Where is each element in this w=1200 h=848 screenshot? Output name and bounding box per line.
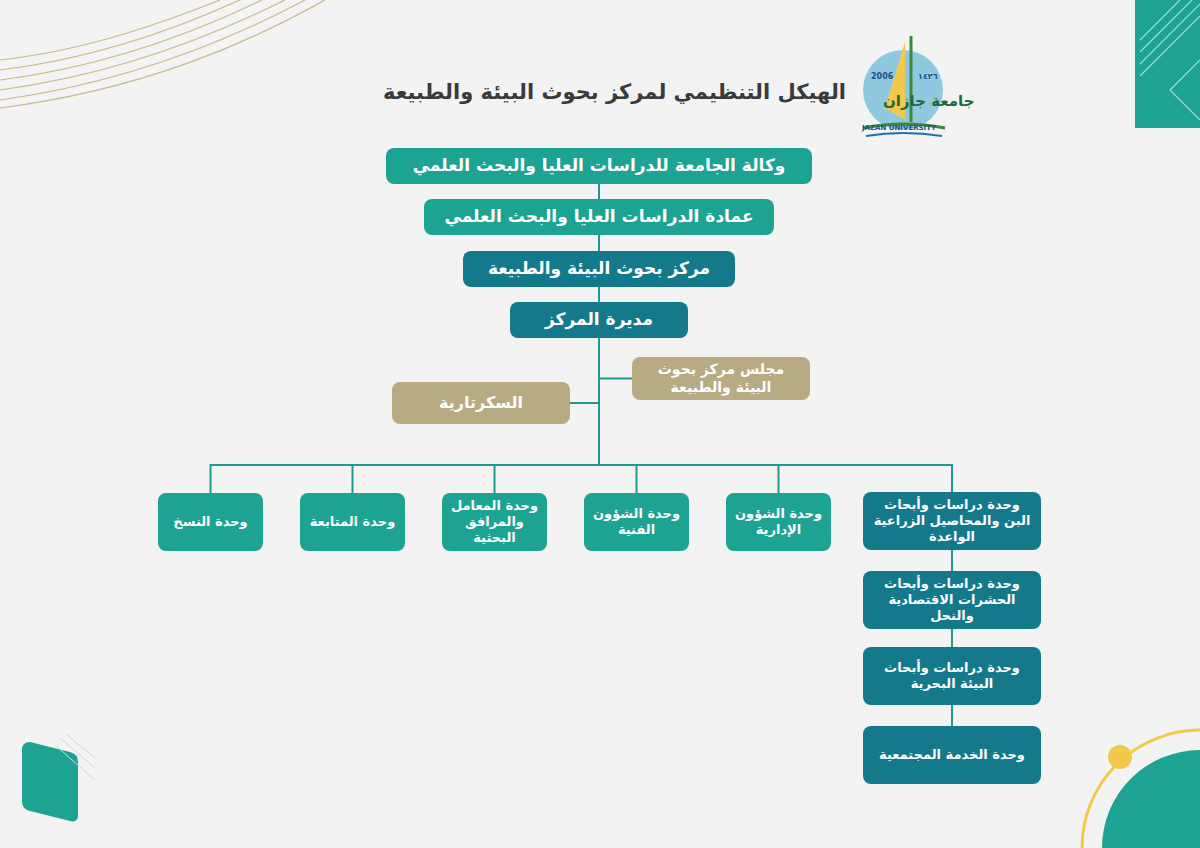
logo-text: ١٤٢٦ — [918, 72, 938, 81]
org-box: وحدة المعامل والمرافق البحثية — [442, 493, 547, 551]
logo-text: جامعة جازان — [883, 92, 975, 110]
box-label: وحدة النسخ — [165, 510, 255, 534]
connector — [598, 235, 600, 251]
box-label: مركز بحوث البيئة والطبيعة — [480, 254, 718, 283]
connector — [211, 338, 600, 493]
connector — [599, 338, 952, 492]
corner-hatch — [55, 734, 95, 780]
box-label: وحدة المعامل والمرافق البحثية — [442, 494, 547, 551]
box-label: وكالة الجامعة للدراسات العليا والبحث الع… — [405, 151, 794, 180]
corner-arc — [1082, 730, 1200, 848]
org-box: وحدة الشؤون الفنية — [584, 493, 689, 551]
org-box: عمادة الدراسات العليا والبحث العلمي — [424, 199, 774, 235]
org-box: مركز بحوث البيئة والطبيعة — [463, 251, 735, 287]
org-box: وحدة الخدمة المجتمعية — [863, 726, 1041, 784]
connector — [951, 550, 953, 571]
box-label: عمادة الدراسات العليا والبحث العلمي — [436, 202, 761, 231]
box-label: وحدة دراسات وأبحاث البيئة البحرية — [863, 656, 1041, 697]
gold-curves — [0, 0, 325, 108]
org-box: وحدة النسخ — [158, 493, 263, 551]
box-label: مجلس مركز بحوث البيئة والطبيعة — [632, 357, 810, 400]
connector — [598, 287, 600, 302]
box-label: وحدة المتابعة — [302, 510, 404, 534]
university-logo — [863, 36, 945, 136]
corner-shape — [22, 742, 78, 821]
chart-title: الهيكل التنظيمي لمركز بحوث البيئة والطبي… — [383, 80, 846, 104]
connector — [951, 629, 953, 647]
org-box: وحدة الشؤون الإدارية — [726, 493, 831, 551]
corner-dot — [1108, 745, 1132, 769]
logo-text: JAZAN UNIVERSITY — [862, 124, 936, 132]
org-box: مجلس مركز بحوث البيئة والطبيعة — [632, 357, 810, 400]
org-box: وحدة المتابعة — [300, 493, 405, 551]
box-label: وحدة الشؤون الإدارية — [726, 502, 831, 543]
logo-text: 2006 — [871, 72, 893, 81]
box-label: وحدة الخدمة المجتمعية — [871, 743, 1033, 767]
box-label: مديرة المركز — [537, 305, 661, 334]
org-box: مديرة المركز — [510, 302, 688, 338]
connector — [598, 184, 600, 199]
connector — [951, 705, 953, 726]
box-label: وحدة دراسات وأبحاث البن والمحاصيل الزراع… — [863, 493, 1041, 550]
connector — [353, 338, 600, 493]
org-box: وحدة دراسات وأبحاث البيئة البحرية — [863, 647, 1041, 705]
box-label: السكرتارية — [431, 389, 531, 417]
connector — [599, 338, 637, 493]
connector — [570, 338, 599, 403]
org-box: وحدة دراسات وأبحاث الحشرات الاقتصادية وا… — [863, 571, 1041, 629]
org-box: وحدة دراسات وأبحاث البن والمحاصيل الزراع… — [863, 492, 1041, 550]
box-label: وحدة الشؤون الفنية — [584, 502, 689, 543]
connector — [599, 338, 632, 379]
org-box: السكرتارية — [392, 382, 570, 424]
corner-panel — [1135, 0, 1200, 128]
box-label: وحدة دراسات وأبحاث الحشرات الاقتصادية وا… — [863, 572, 1041, 629]
org-box: وكالة الجامعة للدراسات العليا والبحث الع… — [386, 148, 812, 184]
corner-lines — [1140, 0, 1200, 120]
